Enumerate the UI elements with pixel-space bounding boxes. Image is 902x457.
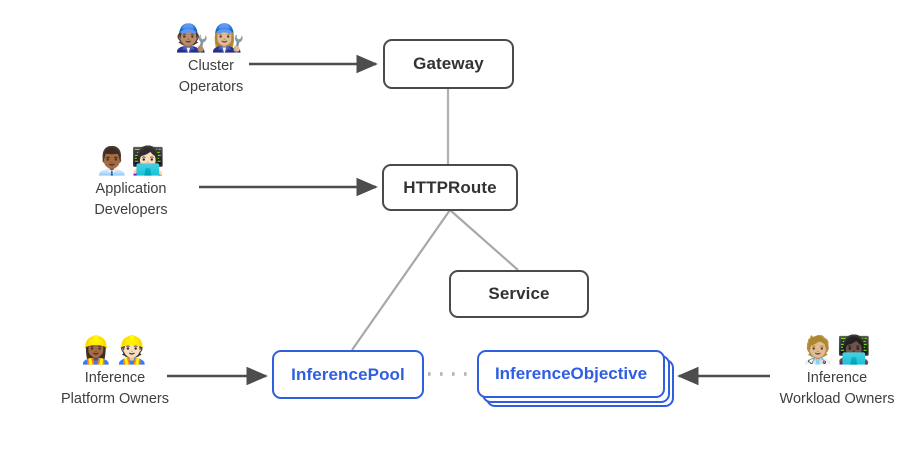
persona-inference-platform-owners: 👷🏾‍♀️👷🏻 Inference Platform Owners	[20, 334, 210, 408]
node-gateway[interactable]: Gateway	[383, 39, 514, 89]
node-inferencepool[interactable]: InferencePool	[272, 350, 424, 399]
persona-cluster-operators-line1: Cluster	[188, 58, 234, 74]
workload-owner-icons: 🧑🏼‍⚕️👩🏿‍💻	[801, 335, 873, 365]
persona-application-developers: 👨🏾‍💼👩🏻‍💻 Application Developers	[36, 145, 226, 219]
persona-application-developers-line2: Developers	[94, 202, 168, 218]
persona-inference-workload-owners-line1: Inference	[806, 370, 868, 386]
persona-cluster-operators-line2: Operators	[178, 79, 244, 95]
persona-cluster-operators: 🧑🏽‍🔧👩🏼‍🔧 Cluster Operators	[116, 22, 306, 96]
node-service[interactable]: Service	[449, 270, 589, 318]
node-inferenceobjective-label: InferenceObjective	[494, 364, 648, 383]
developer-icons: 👨🏾‍💼👩🏻‍💻	[95, 146, 167, 176]
persona-inference-workload-owners-line2: Workload Owners	[779, 391, 895, 407]
mechanic-icons: 🧑🏽‍🔧👩🏼‍🔧	[175, 23, 247, 53]
node-service-label: Service	[488, 284, 550, 303]
node-inferenceobjective-stack[interactable]: InferenceObjective	[477, 350, 677, 412]
node-inferencepool-label: InferencePool	[291, 364, 405, 384]
edge-httproute-service	[449, 209, 519, 271]
node-inferenceobjective[interactable]: InferenceObjective	[477, 350, 665, 398]
node-httproute[interactable]: HTTPRoute	[382, 164, 518, 211]
node-httproute-label: HTTPRoute	[403, 177, 497, 197]
edge-httproute-inferencepool	[351, 209, 451, 351]
persona-application-developers-line1: Application	[95, 181, 167, 197]
construction-worker-icons: 👷🏾‍♀️👷🏻	[79, 335, 151, 365]
persona-inference-platform-owners-line1: Inference	[84, 370, 146, 386]
persona-inference-workload-owners: 🧑🏼‍⚕️👩🏿‍💻 Inference Workload Owners	[742, 334, 902, 408]
persona-inference-platform-owners-line2: Platform Owners	[61, 391, 169, 407]
node-gateway-label: Gateway	[413, 54, 484, 73]
